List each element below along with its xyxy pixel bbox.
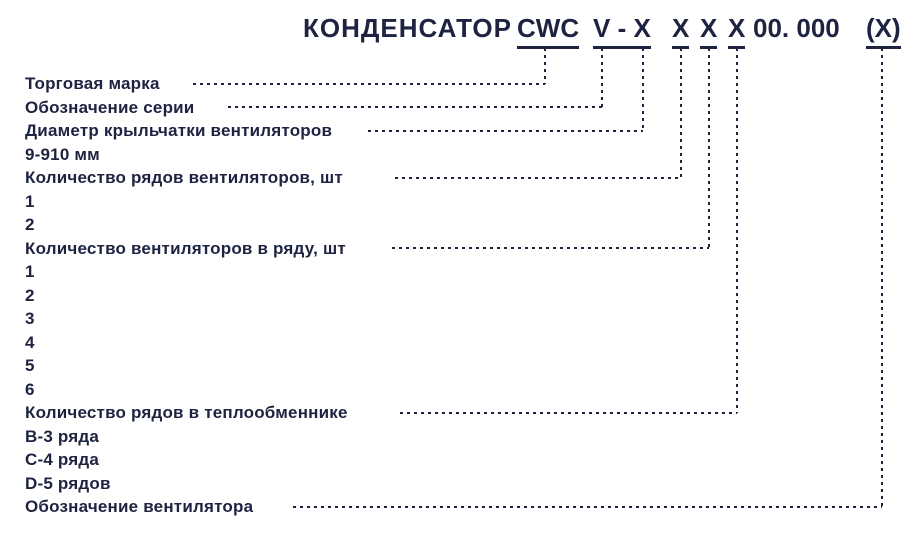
legend-value-fans-4: 4 — [25, 332, 35, 352]
leader-trademark-vertical-line — [544, 48, 546, 84]
legend-value-fans-2: 2 — [25, 285, 35, 305]
code-part-size-code: 00. 000 — [753, 13, 840, 43]
legend-value-fans-5: 5 — [25, 356, 35, 375]
code-part-hx-rows: X — [728, 13, 746, 49]
legend-label-fan-rows: Количество рядов вентиляторов, шт — [25, 168, 343, 187]
leader-fan-designation-vertical-line — [881, 48, 883, 507]
leader-series-horizontal-line — [228, 106, 602, 108]
legend-label-impeller-diameter: Диаметр крыльчатки вентиляторов — [25, 121, 333, 140]
legend-value-hx-b3: B-3 ряда — [25, 426, 100, 446]
legend-value-fan-rows-1: 1 — [25, 191, 35, 211]
code-part-fans-per-row: X — [700, 13, 718, 49]
legend-value-fans-6: 6 — [25, 379, 35, 399]
legend-label-fan-designation: Обозначение вентилятора — [25, 497, 254, 516]
legend-value-fan-rows-2: 2 — [25, 215, 35, 234]
legend: Торговая марка Обозначение серии Диаметр… — [25, 72, 545, 519]
legend-value-diameter-range: 9-910 мм — [25, 144, 100, 164]
legend-label-hx-rows: Количество рядов в теплообменнике — [25, 403, 348, 422]
legend-value-hx-d5: D-5 рядов — [25, 473, 111, 493]
legend-value-fans-1: 1 — [25, 262, 35, 281]
leader-fan-rows-horizontal-line — [395, 177, 681, 179]
leader-hx-rows-horizontal-line — [400, 412, 737, 414]
leader-fans-per-row-vertical-line — [708, 48, 710, 248]
legend-label-trademark: Торговая марка — [25, 74, 160, 93]
leader-hx-rows-vertical-line — [736, 48, 738, 413]
leader-trademark-horizontal-line — [193, 83, 545, 85]
leader-diameter-vertical-line — [642, 48, 644, 130]
leader-series-vertical-line — [601, 48, 603, 107]
code-part-fan-rows: X — [672, 13, 690, 49]
leader-diameter-horizontal-line — [368, 130, 643, 132]
leader-fans-per-row-horizontal-line — [392, 247, 709, 249]
legend-value-hx-c4: C-4 ряда — [25, 450, 100, 469]
legend-value-fans-3: 3 — [25, 309, 35, 328]
product-name: КОНДЕНСАТОР — [303, 13, 512, 43]
leader-fan-rows-vertical-line — [680, 48, 682, 178]
legend-label-series: Обозначение серии — [25, 97, 195, 117]
code-part-series-diameter: V - X — [593, 13, 651, 49]
leader-fan-designation-horizontal-line — [293, 506, 882, 508]
code-part-fan-designation: (X) — [866, 13, 901, 49]
legend-label-fans-per-row: Количество вентиляторов в ряду, шт — [25, 238, 346, 258]
product-code-title: КОНДЕНСАТОР CWC V - X X X X 00. 000 (X) — [0, 13, 918, 59]
code-part-trademark: CWC — [517, 13, 580, 49]
